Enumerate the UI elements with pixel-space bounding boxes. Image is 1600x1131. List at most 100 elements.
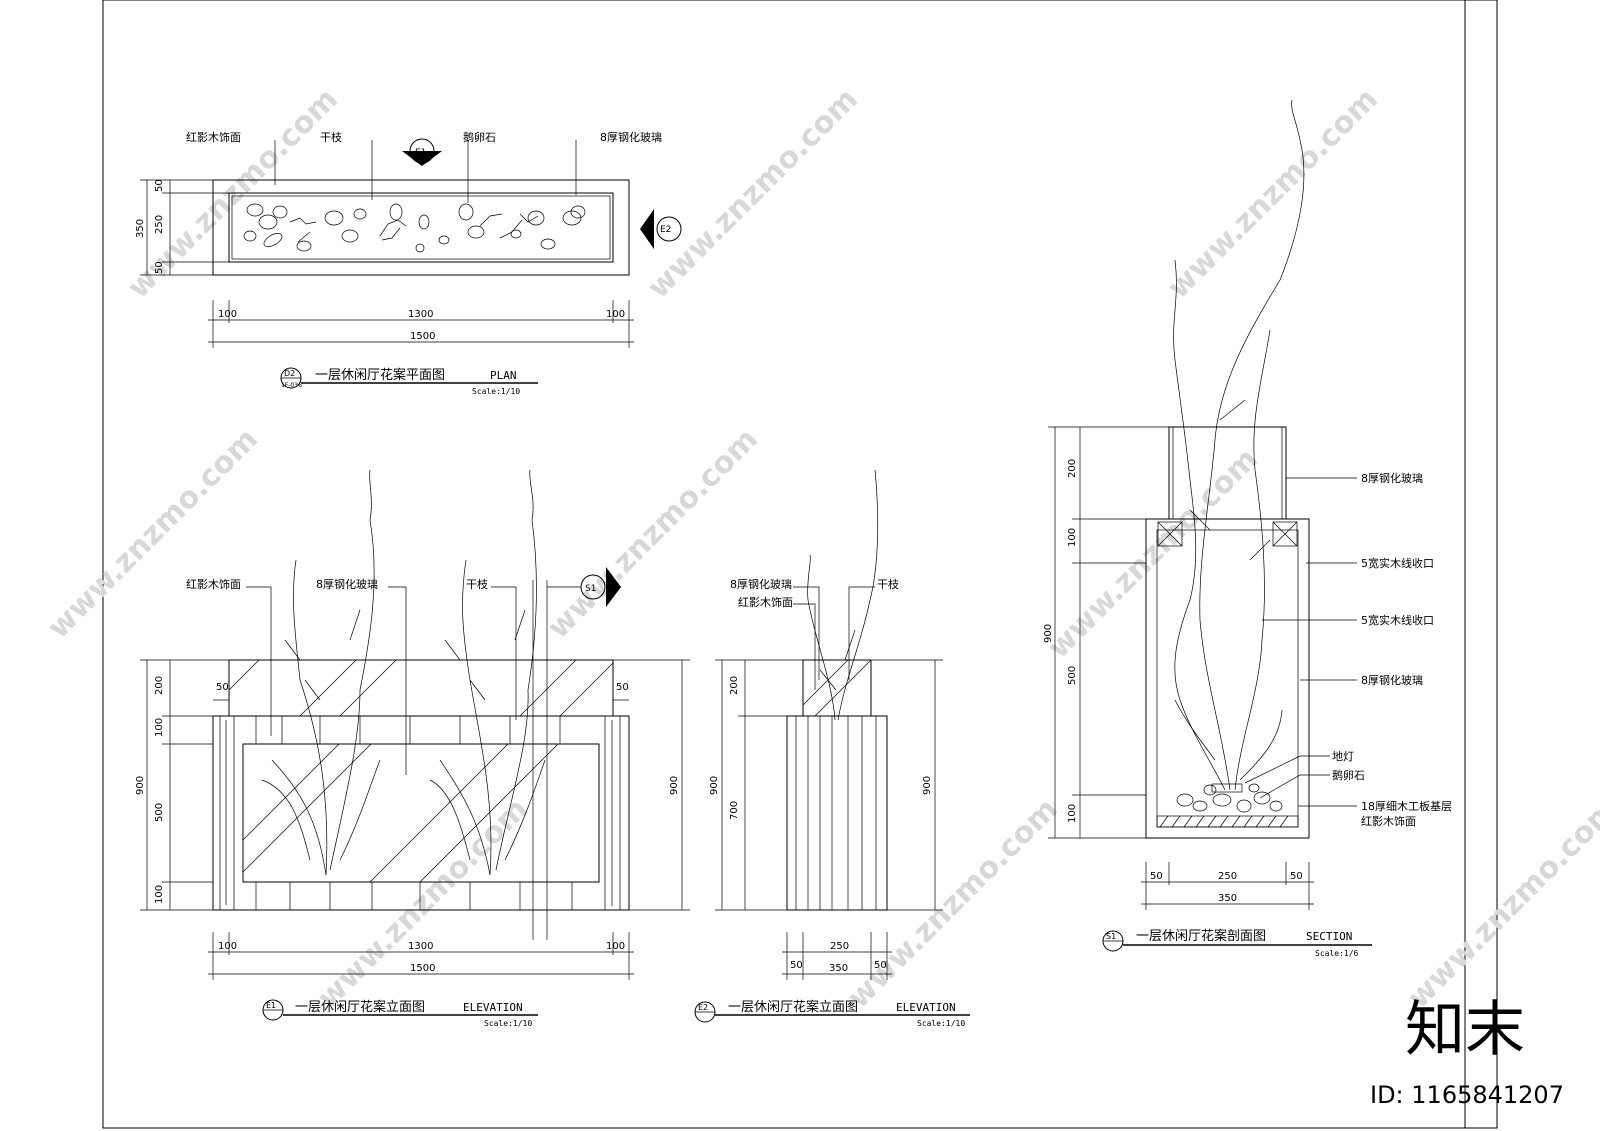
svg-text:一层休闲厅花案剖面图: 一层休闲厅花案剖面图: [1136, 928, 1266, 944]
svg-text:8厚钢化玻璃: 8厚钢化玻璃: [316, 577, 378, 591]
watermark-site: www.znzmo.com: [311, 792, 535, 1016]
label-wood: 红影木饰面: [186, 130, 241, 144]
s1-inner-line: [1156, 529, 1299, 828]
e1-dims-left: [140, 659, 229, 911]
sheet-border: [102, 0, 1498, 1129]
svg-text:50: 50: [154, 261, 165, 274]
watermark-site: www.znzmo.com: [1161, 82, 1385, 306]
s1-trim-blocks: [1157, 521, 1298, 547]
svg-text:50: 50: [1290, 871, 1303, 882]
plan-outer-frame: [212, 179, 630, 276]
plan-glass-line: [231, 195, 611, 260]
svg-text:E2: E2: [660, 225, 671, 235]
s1-dims-bottom: [1141, 862, 1314, 910]
s1-branches: [1173, 99, 1305, 791]
svg-text:5宽实木线收口: 5宽实木线收口: [1361, 556, 1434, 570]
watermark-brand: 知末: [1405, 995, 1525, 1065]
label-pebble: 鹅卵石: [463, 130, 496, 144]
svg-text:100: 100: [606, 941, 625, 952]
e1-glass-top: [228, 659, 614, 717]
watermark-group: www.znzmo.com www.znzmo.com www.znzmo.co…: [41, 82, 1600, 1109]
marker-s1: S1: [532, 567, 621, 940]
svg-text:1F-036: 1F-036: [281, 382, 302, 389]
watermark-site: www.znzmo.com: [541, 422, 765, 646]
svg-text:E2: E2: [698, 1003, 708, 1012]
label-branch: 干枝: [320, 130, 342, 144]
svg-text:一层休闲厅花案立面图: 一层休闲厅花案立面图: [295, 999, 425, 1015]
svg-text:干枝: 干枝: [466, 577, 488, 591]
svg-text:100: 100: [1067, 804, 1078, 823]
s1-dims-left: [1048, 426, 1169, 839]
svg-text:900: 900: [135, 776, 146, 795]
svg-text:500: 500: [1067, 666, 1078, 685]
e1-leaders: [246, 586, 517, 775]
e2-glass-top: [802, 659, 872, 717]
svg-text:250: 250: [830, 941, 849, 952]
e2-leaders: [793, 586, 875, 690]
svg-text:350: 350: [829, 963, 848, 974]
svg-text:50: 50: [154, 179, 165, 192]
e1-branches: [261, 469, 546, 876]
plan-dims-left: [140, 179, 229, 276]
e1-glass-reflections: [228, 659, 614, 883]
plan-dims-bottom: [208, 300, 634, 348]
svg-text:Scale:1/10: Scale:1/10: [917, 1019, 965, 1028]
watermark-site: www.znzmo.com: [841, 792, 1065, 1016]
section-s1: 8厚钢化玻璃 5宽实木线收口 5宽实木线收口 8厚钢化玻璃 地灯 鹅卵石 18厚…: [1043, 99, 1452, 958]
svg-text:200: 200: [1067, 459, 1078, 478]
plan-view: 红影木饰面 干枝 鹅卵石 8厚钢化玻璃 E1 E2 50 250 50 350 …: [135, 130, 682, 396]
svg-text:700: 700: [729, 801, 740, 820]
marker-e2: E2: [640, 209, 682, 249]
e2-wood-grain: [795, 716, 877, 910]
e1-glass-panel: [242, 743, 600, 883]
svg-text:200: 200: [154, 676, 165, 695]
svg-text:S1: S1: [585, 584, 596, 594]
s1-leaders: [1244, 477, 1357, 807]
svg-text:100: 100: [218, 309, 237, 320]
svg-text:D2: D2: [284, 369, 295, 378]
svg-text:红影木饰面: 红影木饰面: [186, 577, 241, 591]
svg-text:900: 900: [669, 776, 680, 795]
watermark-site: www.znzmo.com: [41, 422, 265, 646]
e1-wood-body: [212, 715, 630, 911]
svg-text:SECTION: SECTION: [1306, 930, 1352, 943]
svg-text:1500: 1500: [410, 963, 435, 974]
label-glass: 8厚钢化玻璃: [600, 130, 662, 144]
e1-title: E1 一层休闲厅花案立面图 ELEVATION Scale:1/10: [262, 999, 538, 1028]
svg-text:350: 350: [1218, 893, 1237, 904]
plan-leaders: [274, 140, 577, 203]
s1-pebbles: [1176, 783, 1283, 813]
e2-dims-right: [871, 659, 943, 911]
svg-text:8厚钢化玻璃: 8厚钢化玻璃: [1361, 673, 1423, 687]
svg-text:Scale:1/6: Scale:1/6: [1315, 949, 1359, 958]
svg-text:E1: E1: [266, 1001, 276, 1010]
svg-text:红影木饰面: 红影木饰面: [1361, 814, 1416, 828]
svg-text:红影木饰面: 红影木饰面: [738, 595, 793, 609]
e1-wood-grain: [219, 716, 621, 910]
svg-text:350: 350: [135, 219, 146, 238]
e2-wood-body: [786, 715, 888, 911]
svg-text:8厚钢化玻璃: 8厚钢化玻璃: [730, 577, 792, 591]
svg-text:E1: E1: [415, 148, 426, 158]
svg-text:250: 250: [1218, 871, 1237, 882]
svg-text:100: 100: [606, 309, 625, 320]
svg-text:200: 200: [729, 676, 740, 695]
s1-ground-light: [1211, 783, 1243, 793]
svg-text:50: 50: [1150, 871, 1163, 882]
svg-text:8厚钢化玻璃: 8厚钢化玻璃: [1361, 471, 1423, 485]
svg-text:1500: 1500: [410, 331, 435, 342]
e2-title: E2 一层休闲厅花案立面图 ELEVATION Scale:1/10: [694, 999, 970, 1028]
watermark-site: www.znzmo.com: [1401, 792, 1600, 1016]
svg-text:250: 250: [154, 215, 165, 234]
e2-dims-bottom: [782, 932, 892, 980]
marker-e1: E1: [402, 138, 442, 166]
svg-text:100: 100: [1067, 528, 1078, 547]
plan-branches: [289, 213, 539, 243]
elevation-e2: 8厚钢化玻璃 红影木饰面 干枝 200 700 900 900 250 50 3…: [694, 469, 970, 1028]
svg-text:900: 900: [709, 776, 720, 795]
svg-text:900: 900: [922, 776, 933, 795]
svg-text:50: 50: [874, 960, 887, 971]
svg-text:一层休闲厅花案立面图: 一层休闲厅花案立面图: [728, 999, 858, 1015]
svg-text:一层休闲厅花案平面图: 一层休闲厅花案平面图: [315, 367, 445, 383]
svg-text:50: 50: [216, 682, 229, 693]
